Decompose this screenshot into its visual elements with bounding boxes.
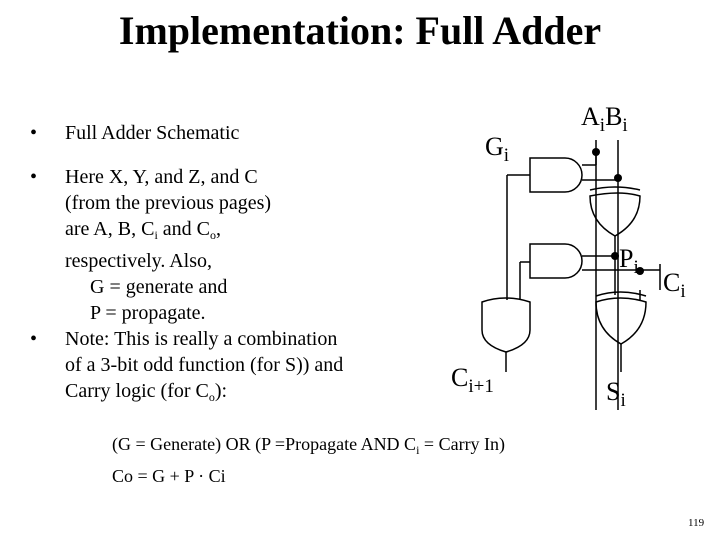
- text-part: are A, B, C: [65, 218, 155, 240]
- or-gate-carry-out: [481, 297, 531, 353]
- subscript: i: [154, 228, 158, 242]
- junction-dot: [611, 252, 619, 260]
- bullet-marker: •: [30, 122, 38, 144]
- label-p: Pi: [619, 244, 639, 283]
- slide-title: Implementation: Full Adder: [118, 8, 602, 53]
- bullet-marker: •: [30, 166, 38, 188]
- bullet-variables: • Here X, Y, and Z, and C (from the prev…: [30, 164, 430, 326]
- label-b: B: [605, 102, 623, 131]
- bullet-line: Here X, Y, and Z, and C: [65, 166, 258, 188]
- bullet-line: respectively. Also,: [65, 250, 213, 272]
- bullet-list: • Full Adder Schematic • Here X, Y, and …: [30, 120, 430, 416]
- bullet-marker: •: [30, 328, 38, 350]
- page-number: 119: [688, 517, 705, 529]
- bullet-line: Carry logic (for Co):: [65, 378, 430, 410]
- bullet-line-generate: G = generate and: [90, 276, 228, 298]
- bullet-line: (from the previous pages): [65, 192, 272, 214]
- subscript: i+1: [468, 376, 494, 397]
- subscript: o: [208, 390, 215, 404]
- bullet-line: are A, B, Ci and Co,: [65, 216, 430, 248]
- bullet-note: • Note: This is really a combination of …: [30, 326, 430, 410]
- bullet-line: Note: This is really a combination: [65, 328, 338, 350]
- label-p-text: P: [619, 244, 634, 273]
- label-a: A: [581, 102, 600, 131]
- subscript: i: [620, 390, 626, 411]
- and-gate-carry: [529, 243, 583, 279]
- junction-dot: [636, 267, 644, 275]
- subscript: i: [622, 115, 628, 136]
- label-cout: Ci+1: [451, 363, 494, 402]
- subscript: i: [633, 257, 639, 278]
- label-cout-text: C: [451, 363, 469, 392]
- text-part: Carry logic (for C: [65, 380, 209, 402]
- label-s: Si: [606, 377, 626, 416]
- bullet-text: Full Adder Schematic: [65, 122, 240, 144]
- subscript: i: [599, 115, 606, 136]
- text-part: = Carry In): [419, 434, 506, 454]
- bullet-line-propagate: P = propagate.: [90, 302, 206, 324]
- subscript: i: [680, 281, 686, 302]
- label-s-text: S: [606, 377, 621, 406]
- junction-dot: [614, 174, 622, 182]
- bullet-schematic: • Full Adder Schematic: [30, 120, 430, 146]
- text-part: and C: [157, 218, 210, 240]
- text-part: (G = Generate) OR (P =Propagate AND C: [112, 434, 417, 454]
- subscript: i: [503, 145, 510, 166]
- and-gate-generate: [529, 157, 583, 193]
- label-g-text: G: [485, 132, 504, 161]
- equation-carry-logic: (G = Generate) OR (P =Propagate AND Ci =…: [112, 432, 505, 462]
- text-part: ):: [214, 380, 228, 402]
- subscript: o: [210, 228, 216, 242]
- xor-gate-propagate: [589, 192, 641, 237]
- equation-co: Co = G + P · Ci: [112, 466, 226, 486]
- xor-gate-sum: [595, 297, 647, 345]
- label-a-b: AiBi: [581, 102, 628, 141]
- text-part: ,: [216, 218, 221, 240]
- bullet-line: of a 3-bit odd function (for S)) and: [65, 354, 344, 376]
- junction-dot: [592, 148, 600, 156]
- label-g: Gi: [485, 132, 509, 171]
- label-ci: Ci: [663, 268, 686, 307]
- subscript: i: [416, 443, 420, 457]
- label-c-text: C: [663, 268, 681, 297]
